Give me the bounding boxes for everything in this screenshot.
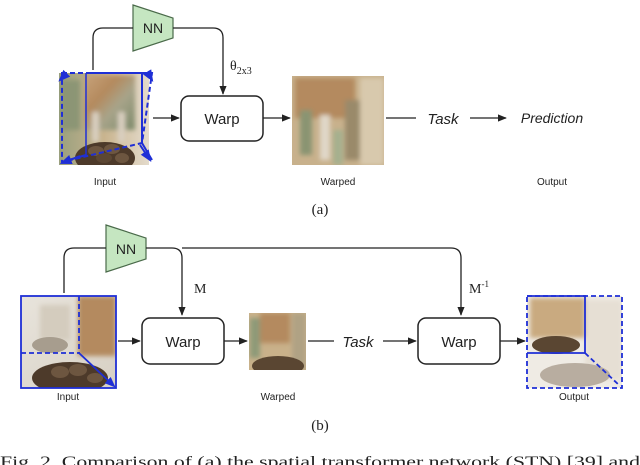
input-caption-b: Input bbox=[57, 392, 79, 403]
input-image-b bbox=[21, 296, 116, 388]
nn-to-inverse-warp-arrow-b bbox=[182, 247, 465, 316]
panel-label-b: (b) bbox=[311, 418, 329, 434]
task-label-b: Task bbox=[342, 334, 375, 351]
sampling-grid-b bbox=[20, 295, 117, 389]
warp-label-a: Warp bbox=[204, 111, 239, 128]
nn-to-warp-arrow-a bbox=[173, 27, 227, 95]
output-caption-a: Output bbox=[537, 177, 567, 188]
output-image-b bbox=[527, 296, 622, 388]
inverse-warp-label-b: Warp bbox=[441, 334, 476, 351]
task-label-a: Task bbox=[427, 111, 460, 128]
nn-label-a: NN bbox=[143, 20, 163, 36]
theta-label: θ2x3 bbox=[230, 59, 252, 77]
input-to-nn-line-b bbox=[63, 247, 106, 293]
warp-label-b: Warp bbox=[165, 334, 200, 351]
nn-block-b bbox=[105, 224, 147, 273]
warped-caption-b: Warped bbox=[261, 392, 296, 403]
input-caption-a: Input bbox=[94, 177, 116, 188]
m-inverse-label: M-1 bbox=[469, 279, 489, 297]
figure-caption: Fig. 2. Comparison of (a) the spatial tr… bbox=[0, 454, 640, 465]
nn-to-warp-arrow-b bbox=[146, 247, 186, 316]
panel-b: Input NN M M-1 Warp Warped Task Warp bbox=[20, 224, 623, 434]
nn-label-b: NN bbox=[116, 241, 136, 257]
nn-block-a bbox=[132, 4, 174, 52]
sampling-grid-a bbox=[58, 69, 154, 164]
warped-caption-a: Warped bbox=[321, 177, 356, 188]
panel-label-a: (a) bbox=[312, 202, 329, 218]
panel-a: Input NN θ2x3 Warp Warped Ta bbox=[58, 4, 583, 218]
warped-image-b bbox=[249, 313, 306, 370]
input-to-nn-line-a bbox=[92, 27, 133, 70]
input-image-a bbox=[59, 73, 149, 165]
output-caption-b: Output bbox=[559, 392, 589, 403]
m-label: M bbox=[194, 282, 207, 297]
prediction-label-a: Prediction bbox=[521, 110, 583, 126]
warped-image-a bbox=[292, 76, 384, 165]
output-grid-b bbox=[526, 295, 623, 389]
